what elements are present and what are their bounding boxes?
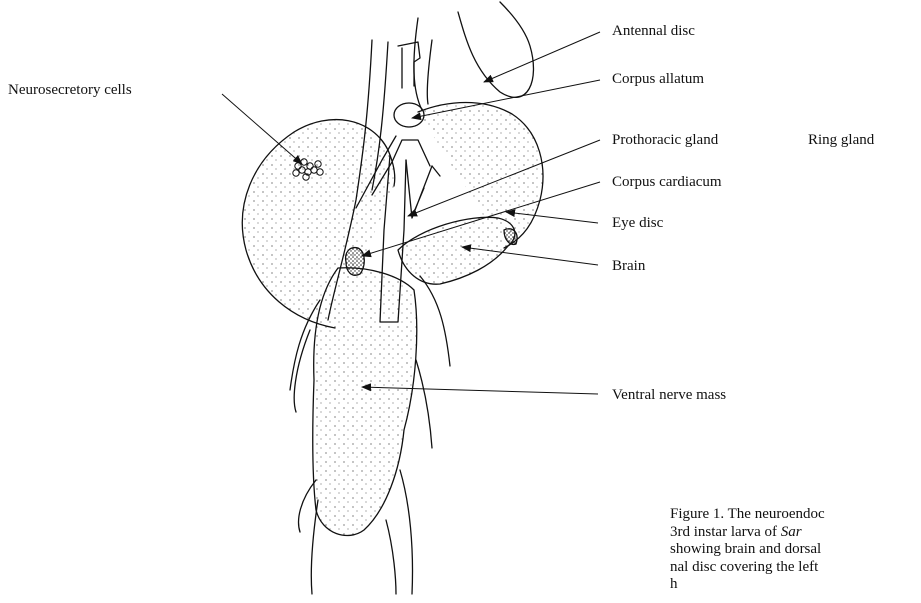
figure-caption: Figure 1. The neuroendoc 3rd instar larv… bbox=[670, 506, 825, 594]
label-corpus-cardiacum: Corpus cardiacum bbox=[612, 175, 722, 190]
caption-line-2: 3rd instar larva of Sar bbox=[670, 524, 825, 542]
caption-species-italic: Sar bbox=[781, 524, 802, 540]
label-brain: Brain bbox=[612, 259, 645, 274]
caption-line-1: Figure 1. The neuroendoc bbox=[670, 506, 825, 524]
leader-antennal-disc bbox=[484, 32, 600, 82]
label-prothoracic-gland: Prothoracic gland bbox=[612, 133, 718, 148]
caption-line-4: nal disc covering the left bbox=[670, 559, 825, 577]
antennal-disc-outline bbox=[458, 2, 533, 97]
label-ring-gland: Ring gland bbox=[808, 133, 874, 148]
aorta-tube bbox=[398, 42, 420, 86]
caption-line-5: h bbox=[670, 576, 825, 594]
label-antennal-disc: Antennal disc bbox=[612, 24, 695, 39]
eye-disc-outline bbox=[398, 217, 515, 284]
corpus-allatum-shape bbox=[394, 103, 424, 127]
leader-neurosecretory bbox=[222, 94, 302, 164]
caption-line-2-text: 3rd instar larva of bbox=[670, 524, 781, 540]
caption-line-3: showing brain and dorsal bbox=[670, 541, 825, 559]
label-ventral-nerve-mass: Ventral nerve mass bbox=[612, 388, 726, 403]
ventral-nerve-mass-outline bbox=[313, 268, 417, 536]
label-corpus-allatum: Corpus allatum bbox=[612, 72, 704, 87]
label-eye-disc: Eye disc bbox=[612, 216, 663, 231]
corpus-cardiacum-shape bbox=[346, 248, 365, 276]
label-neurosecretory-cells: Neurosecretory cells bbox=[8, 83, 132, 98]
